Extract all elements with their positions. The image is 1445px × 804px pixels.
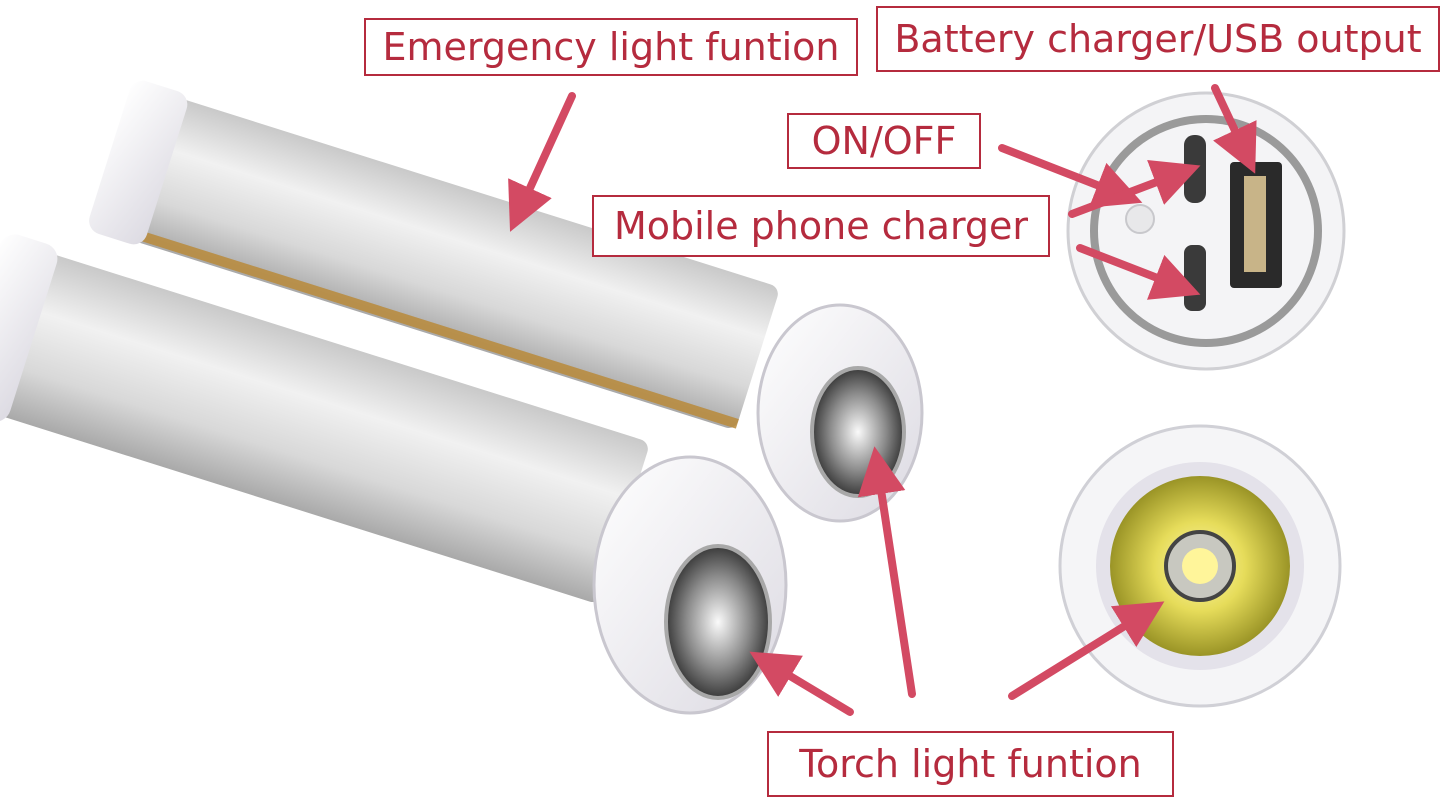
power-button	[1125, 204, 1155, 234]
torch-closeup	[1058, 424, 1342, 708]
on-off-label: ON/OFF	[787, 113, 981, 169]
front-torch-lens	[664, 544, 772, 700]
battery-charger-label: Battery charger/USB output	[876, 6, 1440, 72]
emergency-light-label: Emergency light funtion	[364, 18, 858, 76]
mobile-charger-label: Mobile phone charger	[592, 195, 1050, 257]
usb-c-port	[1184, 135, 1206, 203]
torch-light-label: Torch light funtion	[767, 731, 1174, 797]
charging-port-endcap	[1066, 91, 1346, 371]
front-flashlight	[0, 234, 788, 715]
micro-usb-port	[1184, 245, 1206, 311]
callout-arrows	[508, 84, 1257, 716]
back-torch-lens	[810, 366, 906, 498]
